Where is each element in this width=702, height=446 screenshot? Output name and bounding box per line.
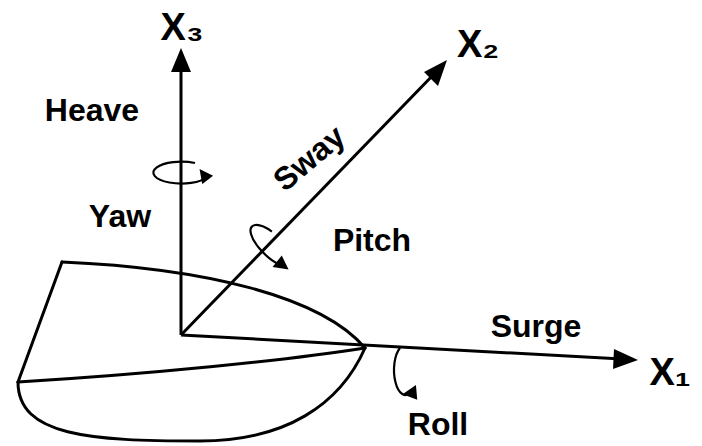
rotation-symbols — [153, 162, 416, 398]
roll-symbol — [394, 348, 411, 395]
deck-edge — [62, 262, 365, 348]
arrowhead — [201, 171, 211, 182]
x3-axis — [180, 62, 183, 335]
arrowhead — [424, 60, 447, 86]
motion-label: Yaw — [89, 200, 151, 232]
axis-label: X₃ — [161, 8, 204, 46]
axis-label: X₂ — [457, 25, 499, 63]
pitch-symbol — [243, 219, 298, 273]
hull — [18, 262, 365, 441]
arrowhead — [171, 48, 191, 72]
x2-axis — [181, 72, 436, 335]
deck-near-edge — [18, 348, 365, 382]
yaw-symbol — [153, 162, 207, 184]
motion-label: Pitch — [333, 224, 411, 256]
arrowhead — [405, 387, 416, 398]
motion-label: Heave — [45, 94, 139, 126]
axes — [171, 48, 638, 369]
arrowhead — [613, 349, 638, 369]
axis-label: X₁ — [649, 353, 690, 391]
stern-edge — [18, 262, 62, 382]
motion-label: Sway — [267, 119, 350, 196]
hull-bottom — [18, 348, 365, 441]
motion-label: Surge — [491, 310, 582, 342]
motion-label: Roll — [408, 408, 468, 440]
